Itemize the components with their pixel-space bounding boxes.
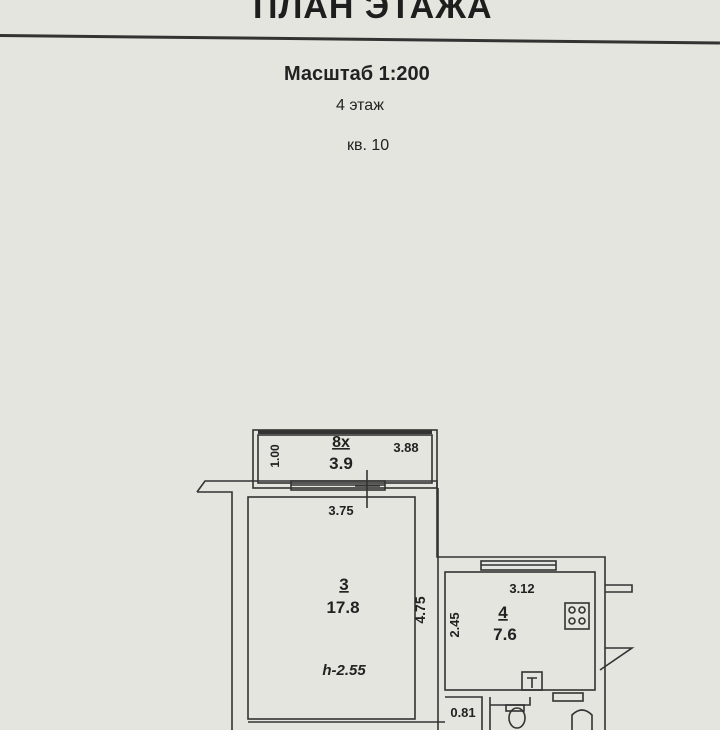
- balcony-width: 1.00: [268, 444, 282, 468]
- room-3-number: 3: [339, 575, 348, 594]
- balcony-area: 3.9: [329, 454, 353, 473]
- balcony-length: 3.88: [393, 440, 418, 455]
- apartment-label: кв. 10: [347, 137, 390, 154]
- balcony-number: 8х: [332, 434, 350, 451]
- radiator-icon: [552, 692, 584, 702]
- room-3: [247, 496, 416, 720]
- kitchen-width: 3.12: [509, 581, 534, 596]
- ceiling-height: h-2.55: [322, 662, 366, 679]
- kitchen-number: 4: [498, 603, 508, 622]
- toilet-icon: [508, 707, 526, 729]
- balcony-inner: [257, 434, 433, 484]
- sink-icon: [521, 671, 543, 691]
- outer-wall: [196, 480, 606, 730]
- corridor-width: 0.81: [450, 705, 475, 720]
- room-3-area: 17.8: [326, 598, 359, 617]
- room-3-width: 3.75: [328, 503, 353, 518]
- stove-icon: [564, 602, 590, 630]
- page-title: ПЛАН ЭТАЖА: [253, 0, 493, 26]
- kitchen-area: 7.6: [493, 625, 517, 644]
- scale-label: Масштаб 1:200: [284, 63, 430, 85]
- floor-label: 4 этаж: [336, 97, 384, 114]
- kitchen-length: 2.45: [447, 612, 462, 637]
- room-4: [444, 571, 596, 691]
- bathtub-icon: [571, 709, 593, 730]
- room-3-length: 4.75: [412, 596, 428, 623]
